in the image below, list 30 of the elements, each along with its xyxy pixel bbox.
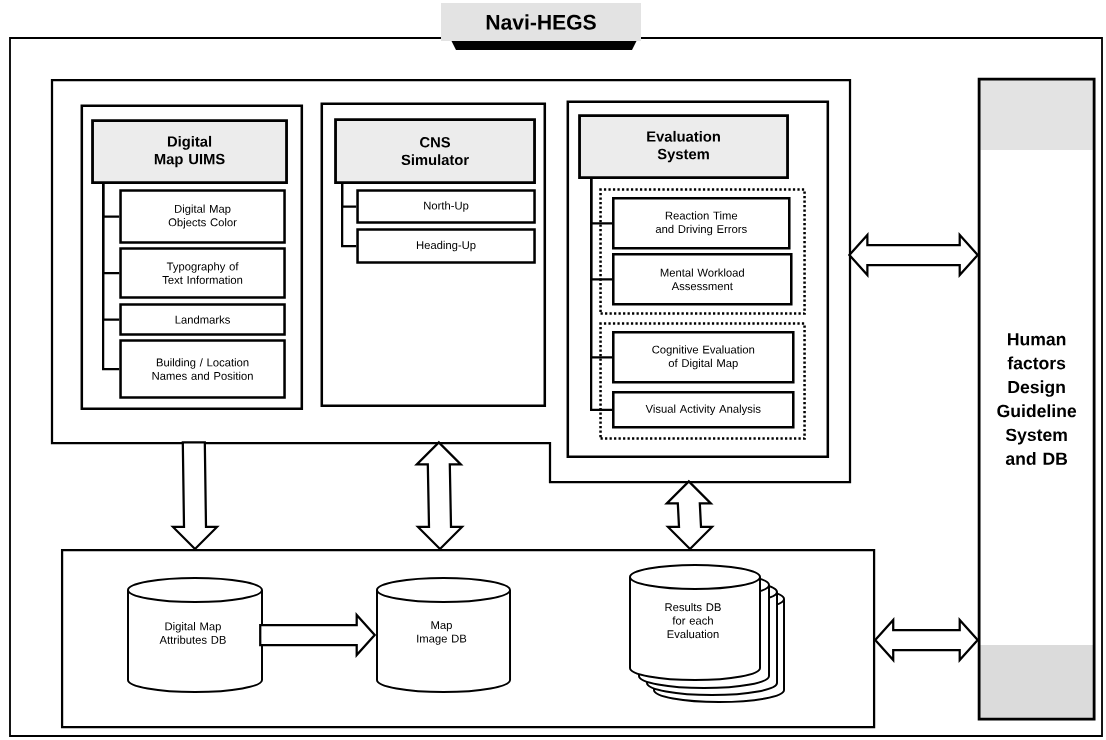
tree-connector	[102, 183, 120, 371]
dotted-group-box	[599, 322, 806, 440]
header-box: Evaluation System	[578, 114, 789, 179]
module-box	[566, 100, 830, 459]
tree-connector	[341, 183, 357, 248]
module-panel	[50, 78, 852, 484]
function-box: Digital Map Objects Color	[119, 189, 286, 244]
database-cylinder: Digital Map Attributes DB	[127, 577, 263, 693]
block-arrow	[170, 441, 220, 551]
database-panel	[60, 549, 876, 729]
block-arrow	[259, 612, 377, 658]
function-box: Landmarks	[119, 303, 286, 336]
function-box: North-Up	[356, 189, 536, 224]
header-box: Digital Map UIMS	[91, 119, 288, 184]
guideline-box: Human factors Design Guideline System and DB	[977, 77, 1096, 721]
dotted-group-box	[599, 188, 806, 315]
function-box: Building / Location Names and Position	[119, 339, 286, 399]
title-banner: Navi-HEGS	[441, 3, 641, 50]
database-cylinder: Map Image DB	[375, 577, 512, 693]
tree-connector	[590, 178, 612, 411]
database-stack: Results DB for each Evaluation	[629, 564, 785, 703]
function-box: Visual Activity Analysis	[612, 391, 795, 429]
header-box: CNS Simulator	[334, 118, 536, 184]
module-box	[80, 104, 304, 411]
function-box: Heading-Up	[356, 228, 536, 264]
module-box	[320, 102, 547, 408]
function-box: Typography of Text Information	[119, 247, 286, 299]
function-box: Mental Workload Assessment	[612, 253, 793, 306]
function-box: Cognitive Evaluation of Digital Map	[612, 331, 795, 384]
function-box: Reaction Time and Driving Errors	[612, 197, 791, 250]
